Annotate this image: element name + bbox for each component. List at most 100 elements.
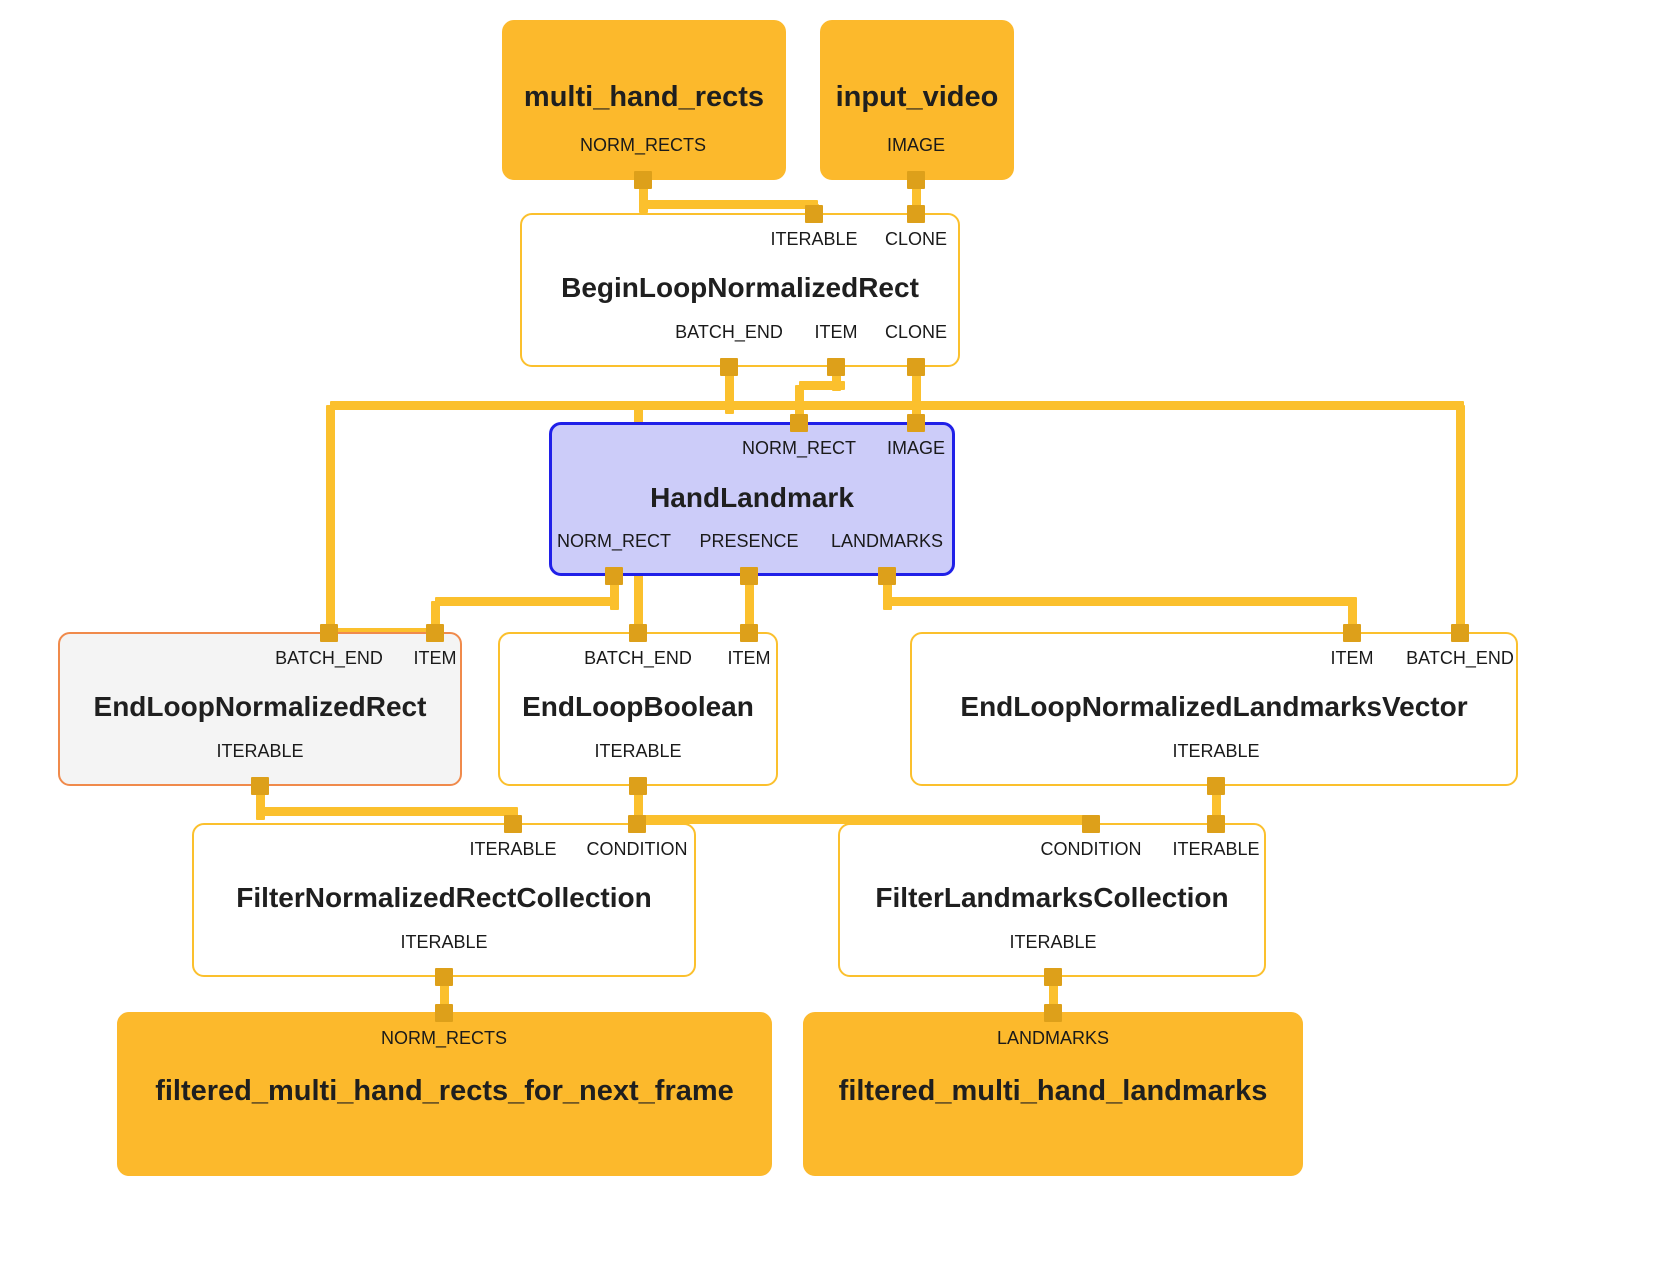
input-port-iterable[interactable]	[504, 815, 522, 833]
output-port-batch_end[interactable]	[720, 358, 738, 376]
graph-node-multi_hand_rects[interactable]: multi_hand_rects	[502, 20, 786, 180]
edge-segment	[326, 405, 335, 641]
input-port-batch_end[interactable]	[320, 624, 338, 642]
input-port-label-iterable: ITERABLE	[469, 839, 557, 859]
input-port-batch_end[interactable]	[1451, 624, 1469, 642]
edge-segment	[256, 807, 518, 816]
input-port-condition[interactable]	[628, 815, 646, 833]
input-port-item[interactable]	[1343, 624, 1361, 642]
input-port-image[interactable]	[907, 414, 925, 432]
edge-segment	[912, 367, 921, 433]
input-port-item[interactable]	[426, 624, 444, 642]
input-port-label-clone: CLONE	[884, 229, 948, 249]
node-title: filtered_multi_hand_rects_for_next_frame	[155, 1075, 734, 1107]
input-port-label-image: IMAGE	[886, 438, 946, 458]
edge-segment	[1212, 786, 1221, 841]
output-port-label-image: IMAGE	[886, 135, 946, 155]
node-title: EndLoopBoolean	[522, 691, 754, 722]
graph-node-FilterNormalizedRectCollection[interactable]: FilterNormalizedRectCollection	[192, 823, 696, 977]
input-port-label-item: ITEM	[727, 648, 771, 668]
node-title: HandLandmark	[650, 482, 854, 513]
input-port-label-batch_end: BATCH_END	[1406, 648, 1514, 668]
graph-node-EndLoopNormalizedLandmarksVector[interactable]: EndLoopNormalizedLandmarksVector	[910, 632, 1518, 786]
output-port-label-presence: PRESENCE	[699, 531, 799, 551]
input-port-label-item: ITEM	[1330, 648, 1374, 668]
graph-node-HandLandmark[interactable]: HandLandmark	[549, 422, 955, 576]
node-title: filtered_multi_hand_landmarks	[838, 1075, 1268, 1107]
output-port-iterable[interactable]	[435, 968, 453, 986]
edge-segment	[431, 601, 440, 641]
node-title: multi_hand_rects	[523, 81, 765, 113]
output-port-label-batch_end: BATCH_END	[675, 322, 783, 342]
edge-segment	[639, 180, 648, 213]
input-port-label-batch_end: BATCH_END	[584, 648, 692, 668]
edge-segment	[639, 200, 818, 209]
edge-segment	[330, 401, 1464, 410]
edge-segment	[1456, 405, 1465, 641]
edge-segment	[610, 576, 619, 610]
output-port-iterable[interactable]	[1044, 968, 1062, 986]
node-title: EndLoopNormalizedLandmarksVector	[960, 691, 1468, 722]
output-port-presence[interactable]	[740, 567, 758, 585]
edge-segment	[1348, 601, 1357, 641]
input-port-iterable[interactable]	[805, 205, 823, 223]
edge-segment	[883, 597, 1357, 606]
input-port-label-batch_end: BATCH_END	[275, 648, 383, 668]
input-port-label-landmarks: LANDMARKS	[996, 1028, 1110, 1048]
graph-node-filtered_multi_hand_landmarks[interactable]: filtered_multi_hand_landmarks	[803, 1012, 1303, 1176]
edge-segment	[745, 576, 754, 641]
node-title: input_video	[835, 81, 999, 113]
output-port-iterable[interactable]	[251, 777, 269, 795]
output-port-label-iterable: ITERABLE	[594, 741, 682, 761]
output-port-iterable[interactable]	[1207, 777, 1225, 795]
edge-segment	[799, 381, 845, 390]
node-title: FilterNormalizedRectCollection	[236, 882, 652, 913]
output-port-norm_rect[interactable]	[605, 567, 623, 585]
output-port-label-iterable: ITERABLE	[216, 741, 304, 761]
output-port-norm_rects[interactable]	[634, 171, 652, 189]
graph-node-EndLoopNormalizedRect[interactable]: EndLoopNormalizedRect	[58, 632, 462, 786]
output-port-item[interactable]	[827, 358, 845, 376]
input-port-clone[interactable]	[907, 205, 925, 223]
output-port-label-norm_rect: NORM_RECT	[556, 531, 672, 551]
edge-segment	[912, 180, 921, 222]
graph-node-EndLoopBoolean[interactable]: EndLoopBoolean	[498, 632, 778, 786]
node-title: FilterLandmarksCollection	[875, 882, 1229, 913]
node-title: BeginLoopNormalizedRect	[561, 272, 919, 303]
edge-segment	[832, 367, 841, 391]
input-port-label-iterable: ITERABLE	[1172, 839, 1260, 859]
graph-node-input_video[interactable]: input_video	[820, 20, 1014, 180]
node-title: EndLoopNormalizedRect	[93, 691, 427, 722]
input-port-label-norm_rect: NORM_RECT	[741, 438, 857, 458]
output-port-iterable[interactable]	[629, 777, 647, 795]
output-port-image[interactable]	[907, 171, 925, 189]
input-port-item[interactable]	[740, 624, 758, 642]
input-port-label-item: ITEM	[413, 648, 457, 668]
output-port-clone[interactable]	[907, 358, 925, 376]
output-port-label-iterable: ITERABLE	[400, 932, 488, 952]
input-port-norm_rects[interactable]	[435, 1004, 453, 1022]
input-port-label-condition: CONDITION	[1040, 839, 1142, 859]
output-port-label-clone: CLONE	[884, 322, 948, 342]
graph-node-BeginLoopNormalizedRect[interactable]: BeginLoopNormalizedRect	[520, 213, 960, 367]
output-port-label-landmarks: LANDMARKS	[830, 531, 944, 551]
output-port-landmarks[interactable]	[878, 567, 896, 585]
input-port-label-norm_rects: NORM_RECTS	[380, 1028, 508, 1048]
output-port-label-item: ITEM	[814, 322, 858, 342]
input-port-landmarks[interactable]	[1044, 1004, 1062, 1022]
input-port-iterable[interactable]	[1207, 815, 1225, 833]
edge-segment	[435, 597, 619, 606]
output-port-label-norm_rects: NORM_RECTS	[579, 135, 707, 155]
edge-segment	[634, 815, 1095, 824]
output-port-label-iterable: ITERABLE	[1172, 741, 1260, 761]
edge-segment	[256, 786, 265, 820]
input-port-batch_end[interactable]	[629, 624, 647, 642]
edge-segment	[725, 367, 734, 414]
edge-segment	[883, 576, 892, 610]
input-port-label-condition: CONDITION	[586, 839, 688, 859]
input-port-norm_rect[interactable]	[790, 414, 808, 432]
edge-segment	[634, 786, 643, 828]
output-port-label-iterable: ITERABLE	[1009, 932, 1097, 952]
input-port-condition[interactable]	[1082, 815, 1100, 833]
